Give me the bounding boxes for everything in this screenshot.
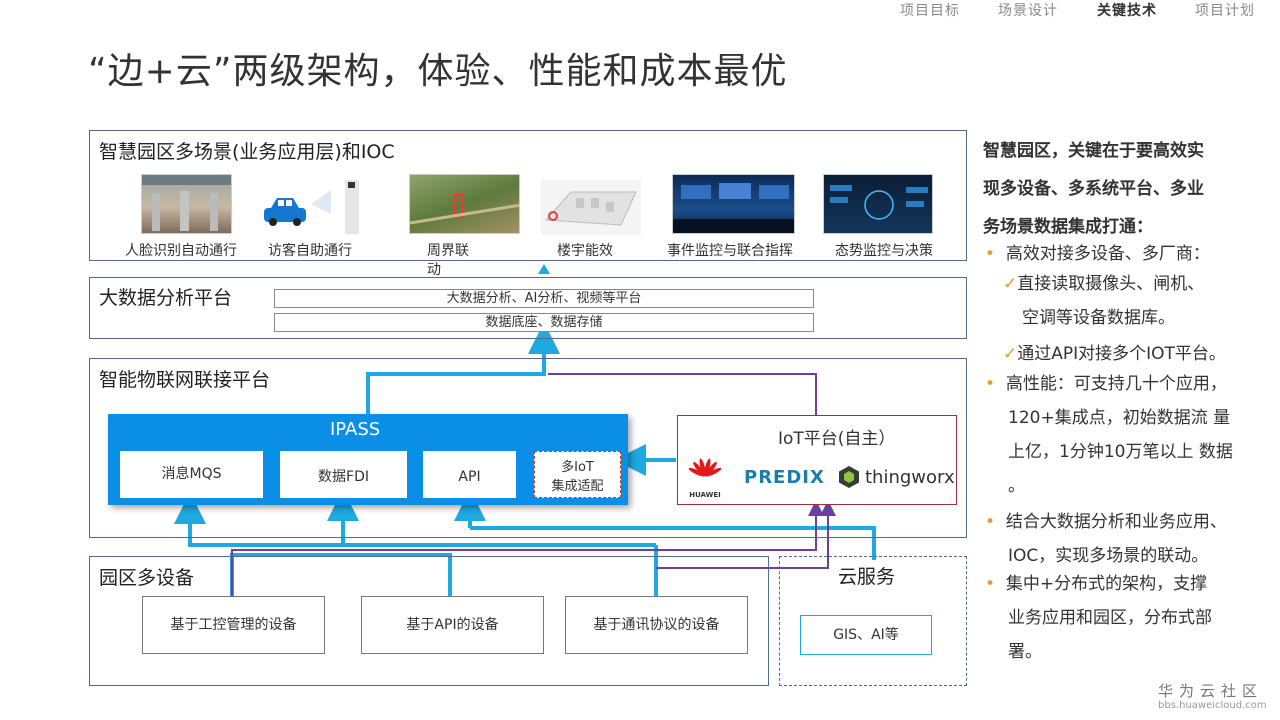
devices-layer-title: 园区多设备 xyxy=(99,567,195,589)
sidebar-bullet-2-line-4: 。 xyxy=(1008,476,1025,496)
iot-layer xyxy=(89,358,967,538)
scene-caption-visitor: 访客自助通行 xyxy=(268,243,352,259)
thingworx-hex-icon xyxy=(838,465,860,489)
bigdata-to-app-arrow xyxy=(538,264,550,274)
bigdata-layer xyxy=(89,277,967,339)
bullet-1-text: 高效对接多设备、多厂商： xyxy=(1005,244,1210,264)
thingworx-logo: thingworx xyxy=(865,467,955,488)
device-box-industrial: 基于工控管理的设备 xyxy=(142,596,325,654)
check-1-text: 直接读取摄像头、闸机、 xyxy=(1017,274,1205,294)
sidebar-bullet-4-line-3: 署。 xyxy=(1008,642,1042,662)
sidebar-heading-2: 现多设备、多系统平台、多业 xyxy=(983,179,1204,199)
situation-monitoring-image xyxy=(823,174,933,234)
huawei-logo-text: HUAWEI xyxy=(689,491,721,499)
device-box-api: 基于API的设备 xyxy=(361,596,544,654)
scene-caption-event: 事件监控与联合指挥 xyxy=(667,243,793,259)
scene-caption-situation: 态势监控与决策 xyxy=(835,243,933,259)
cloud-layer-title: 云服务 xyxy=(838,566,896,588)
sidebar-check-1-cont: 空调等设备数据库。 xyxy=(1022,308,1175,328)
page-title: “边+云”两级架构，体验、性能和成本最优 xyxy=(88,51,788,92)
checkmark-icon: ✓ xyxy=(1003,274,1018,294)
cloud-layer xyxy=(779,556,967,686)
ipass-box-mqs: 消息MQS xyxy=(120,451,263,498)
sidebar-bullet-1: • 高效对接多设备、多厂商： xyxy=(985,238,1210,271)
sidebar-text: 智慧园区，关键在于要高效实 现多设备、多系统平台、多业 务场景数据集成打通： xyxy=(983,132,1268,246)
scene-caption-face: 人脸识别自动通行 xyxy=(125,243,237,259)
ipass-title: IPASS xyxy=(330,419,381,440)
nav-item-goals[interactable]: 项目目标 xyxy=(900,3,960,19)
scene-caption-building: 楼宇能效 xyxy=(557,243,613,259)
sidebar-bullet-2-line-2: 120+集成点，初始数据流 量 xyxy=(1008,408,1231,428)
app-layer xyxy=(89,130,967,261)
ipass-box-fdi: 数据FDI xyxy=(280,451,407,498)
perimeter-linkage-image xyxy=(409,174,520,234)
cloud-box-gis-ai: GIS、AI等 xyxy=(800,615,932,655)
bullet-3-text: 结合大数据分析和业务应用、 xyxy=(1005,512,1227,532)
scene-caption-perimeter: 周界联 xyxy=(427,243,469,259)
sidebar-heading-1: 智慧园区，关键在于要高效实 xyxy=(983,141,1204,161)
visitor-self-service-image xyxy=(261,174,361,234)
bullet-icon: • xyxy=(985,574,996,594)
app-layer-title: 智慧园区多场景(业务应用层)和IOC xyxy=(99,141,395,163)
bigdata-bar-analytics: 大数据分析、AI分析、视频等平台 xyxy=(274,289,814,308)
bullet-2-text: 高性能：可支持几十个应用， xyxy=(1005,374,1227,394)
adapter-line-2: 集成适配 xyxy=(551,479,604,494)
bullet-4-text: 集中+分布式的架构，支撑 xyxy=(1005,574,1208,594)
bigdata-layer-title: 大数据分析平台 xyxy=(99,287,233,309)
device-box-protocol: 基于通讯协议的设备 xyxy=(565,596,748,654)
checkmark-icon: ✓ xyxy=(1003,344,1018,364)
sidebar-heading-3: 务场景数据集成打通： xyxy=(983,217,1153,237)
nav-item-tech[interactable]: 关键技术 xyxy=(1097,3,1157,19)
devices-to-iot-line xyxy=(231,500,824,596)
sidebar-bullet-2: • 高性能：可支持几十个应用， xyxy=(985,368,1227,401)
predix-logo: PREDIX xyxy=(744,467,825,488)
nav-item-plan[interactable]: 项目计划 xyxy=(1195,3,1255,19)
face-recognition-image xyxy=(141,174,232,234)
adapter-line-1: 多IoT xyxy=(561,460,594,475)
iot-layer-title: 智能物联网联接平台 xyxy=(99,369,271,391)
event-monitoring-image xyxy=(672,174,795,234)
nav-item-scenario[interactable]: 场景设计 xyxy=(998,3,1058,19)
sidebar-check-2: ✓通过API对接多个IOT平台。 xyxy=(1003,338,1226,371)
ipass-box-adapter: 多IoT 集成适配 xyxy=(534,451,621,498)
ipass-box-api: API xyxy=(423,451,516,498)
iot-platform-title: IoT平台(自主） xyxy=(778,429,896,449)
sidebar-bullet-4: • 集中+分布式的架构，支撑 xyxy=(985,568,1207,601)
iot-to-bigdata-line xyxy=(548,373,817,415)
building-efficiency-image xyxy=(541,180,641,235)
sidebar-bullet-4-line-2: 业务应用和园区，分布式部 xyxy=(1008,608,1212,628)
bullet-icon: • xyxy=(985,374,996,394)
sidebar-bullet-3-line-2: IOC，实现多场景的联动。 xyxy=(1008,546,1209,566)
watermark-url: bbs.huaweicloud.com xyxy=(1158,700,1267,711)
sidebar-bullet-3: • 结合大数据分析和业务应用、 xyxy=(985,506,1227,539)
watermark-brand: 华为云社区 xyxy=(1158,682,1264,700)
bullet-icon: • xyxy=(985,512,996,532)
huawei-logo: HUAWEI xyxy=(686,458,724,499)
sidebar-check-1: ✓直接读取摄像头、闸机、 xyxy=(1003,268,1204,301)
check-2-text: 通过API对接多个IOT平台。 xyxy=(1017,344,1226,364)
bullet-icon: • xyxy=(985,244,996,264)
ipass-to-bigdata-line xyxy=(366,322,560,415)
sidebar-bullet-2-line-3: 上亿，1分钟10万笔以上 数据 xyxy=(1008,442,1233,462)
iot-platform-box xyxy=(677,415,957,505)
bigdata-bar-storage: 数据底座、数据存储 xyxy=(274,313,814,332)
scene-caption-perimeter-2: 动 xyxy=(427,262,441,278)
devices-layer xyxy=(89,556,769,686)
